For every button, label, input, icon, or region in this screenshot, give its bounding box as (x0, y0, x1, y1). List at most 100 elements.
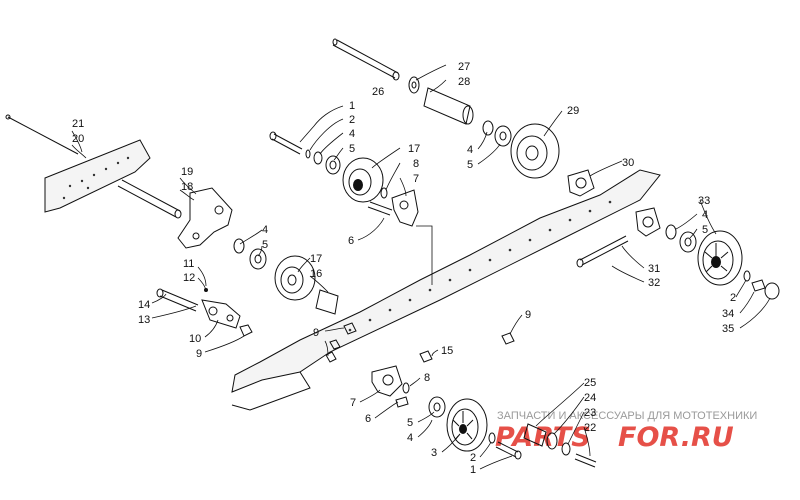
label-11: 11 (183, 258, 194, 270)
label-9c: 9 (525, 309, 531, 321)
nut-9c (501, 332, 515, 345)
spacer-25 (523, 423, 547, 447)
bearing-5b (494, 125, 512, 147)
label-26: 26 (372, 86, 384, 98)
washer-23 (561, 442, 571, 456)
nut-9a (239, 324, 253, 337)
bolt-6a (367, 201, 393, 216)
label-32: 32 (648, 277, 660, 289)
spacer-16 (315, 289, 339, 315)
watermark-logo-left: PARTS (495, 422, 591, 453)
label-7a: 7 (413, 173, 419, 185)
label-23: 23 (584, 407, 596, 419)
label-4c: 4 (702, 209, 708, 221)
arm-7b (371, 365, 403, 397)
bolt-1b (495, 441, 522, 460)
label-1b: 1 (470, 464, 476, 476)
label-5b: 5 (467, 159, 473, 171)
label-6b: 6 (365, 413, 371, 425)
wheel-17a (342, 157, 384, 203)
washer-2a (305, 149, 311, 159)
ring-4a (313, 151, 323, 165)
label-8b: 8 (424, 372, 430, 384)
label-4d: 4 (262, 224, 268, 236)
cap-35 (764, 282, 780, 300)
washer-2c (488, 432, 496, 444)
link-10 (201, 299, 241, 329)
label-34: 34 (722, 308, 734, 320)
ring-4c (665, 224, 677, 240)
label-19: 19 (181, 166, 193, 178)
label-21: 21 (72, 118, 84, 130)
label-20: 20 (72, 133, 84, 145)
label-22: 22 (584, 422, 596, 434)
label-7b: 7 (350, 397, 356, 409)
bushing-24 (546, 432, 558, 450)
watermark-logo: PARTS FOR.RU (495, 422, 734, 453)
bolt-22 (574, 453, 597, 468)
spacer-28 (423, 87, 474, 125)
label-4e: 4 (407, 432, 413, 444)
label-33: 33 (698, 195, 710, 207)
watermark-logo-right: FOR.RU (618, 422, 734, 453)
washer-8b (402, 382, 410, 394)
label-2b: 2 (730, 292, 736, 304)
watermark-caption: ЗАПЧАСТИ И АКСЕССУАРЫ ДЛЯ МОТОТЕХНИКИ (497, 410, 757, 422)
bracket-18 (177, 187, 233, 249)
nut-9b (343, 322, 357, 335)
hub-30b (635, 207, 661, 237)
label-5c: 5 (702, 224, 708, 236)
label-3: 3 (431, 447, 437, 459)
label-1a: 1 (349, 100, 355, 112)
bolt-9b-stud (325, 339, 341, 363)
washer-2b (743, 270, 751, 282)
label-17b: 17 (310, 253, 322, 265)
leader-lines (71, 64, 771, 470)
label-30: 30 (622, 157, 634, 169)
label-6a: 6 (348, 235, 354, 247)
label-10: 10 (189, 333, 201, 345)
nut-15 (419, 350, 433, 363)
label-12: 12 (183, 272, 195, 284)
wheel-33 (697, 230, 743, 286)
label-27: 27 (458, 61, 470, 73)
label-14: 14 (138, 299, 150, 311)
bolt-1a (269, 131, 303, 155)
label-35: 35 (722, 323, 734, 335)
label-18: 18 (181, 181, 193, 193)
bolt-6b (395, 396, 409, 408)
shaft-21 (5, 114, 79, 155)
wheel-29 (510, 123, 560, 179)
bearing-5e (428, 396, 446, 418)
ring-4d (233, 238, 245, 254)
wheel-17b (274, 255, 316, 301)
label-5a: 5 (349, 143, 355, 155)
hub-30a (567, 169, 595, 197)
label-5e: 5 (407, 417, 413, 429)
label-31: 31 (648, 263, 660, 275)
bearing-5d (249, 248, 267, 270)
washer-27 (408, 76, 420, 94)
label-2c: 2 (470, 452, 476, 464)
label-17a: 17 (408, 143, 420, 155)
washer-8a (380, 187, 388, 199)
bolt-31 (576, 235, 629, 268)
label-5d: 5 (262, 239, 268, 251)
wheel-3 (446, 398, 488, 452)
label-25: 25 (584, 377, 596, 389)
label-9b: 9 (313, 327, 319, 339)
main-rail (231, 169, 661, 411)
label-9a: 9 (196, 348, 202, 360)
label-8a: 8 (413, 158, 419, 170)
ring-4b (482, 120, 494, 136)
label-13: 13 (138, 314, 150, 326)
label-16: 16 (310, 268, 322, 280)
arm-7a (391, 189, 419, 227)
left-rail-section (44, 139, 151, 213)
label-4b: 4 (467, 144, 473, 156)
bearing-5c (679, 231, 697, 253)
callout-labels: 21 20 19 18 4 5 17 16 11 12 14 13 10 9 1… (72, 61, 736, 476)
shaft-26 (332, 38, 400, 81)
